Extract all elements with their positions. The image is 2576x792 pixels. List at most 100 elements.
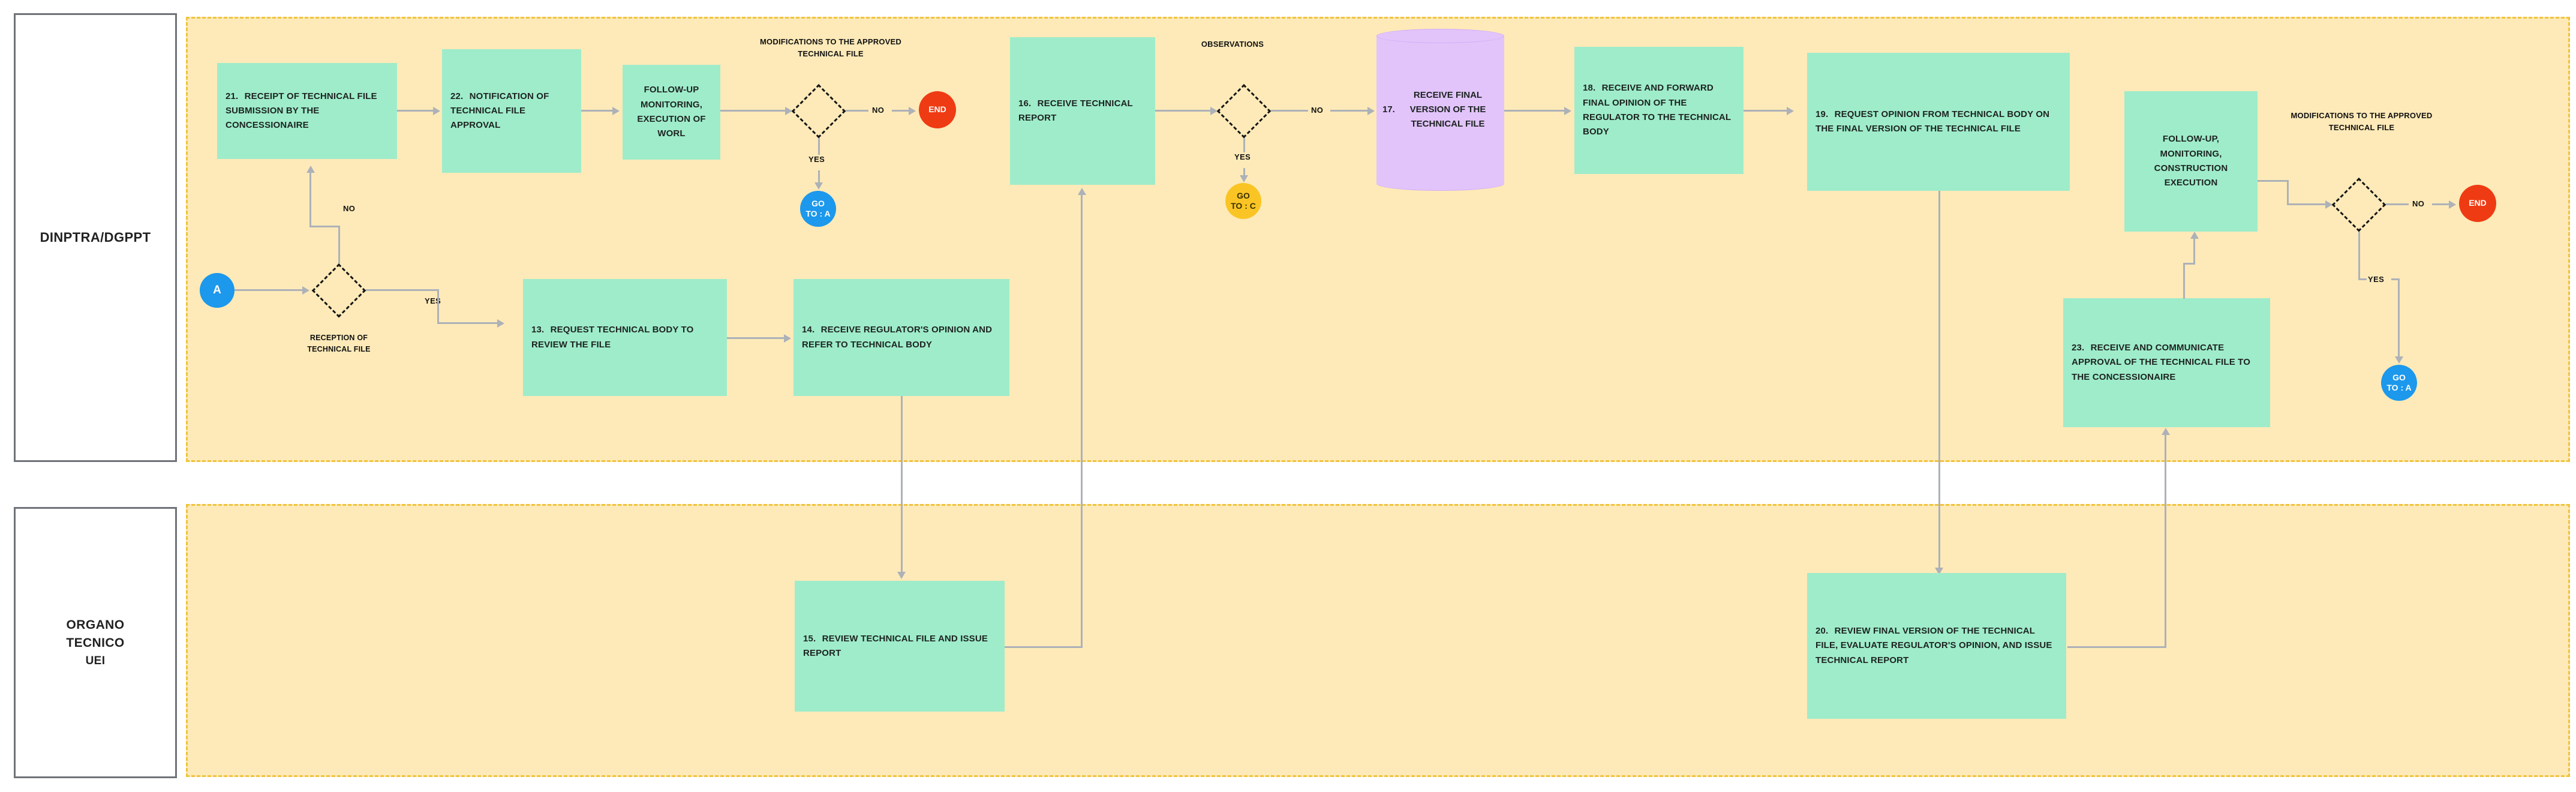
lane-label-organo-line2: TECNICO [66, 636, 125, 650]
decision-reception-caption-text: RECEPTION OF TECHNICAL FILE [307, 334, 371, 353]
connector-21-to-22-arrowhead [433, 107, 440, 115]
connector-mods1-yes-arrowhead [814, 182, 823, 190]
datastore-17-number: 17. [1382, 104, 1395, 115]
process-22-notification-of-approval[interactable]: 22. NOTIFICATION OF TECHNICAL FILE APPRO… [442, 49, 581, 173]
process-16-label: RECEIVE TECHNICAL REPORT [1018, 98, 1133, 123]
connector-reception-no-v [338, 226, 340, 263]
decision-mods2-caption-text: MODIFICATIONS TO THE APPROVED TECHNICAL … [2291, 111, 2433, 132]
connector-23-to-followup2-h [2183, 263, 2195, 265]
connector-mods1-no [846, 110, 868, 112]
terminator-goto-a-1[interactable]: GO TO : A [800, 191, 836, 227]
process-16-receive-technical-report[interactable]: 16. RECEIVE TECHNICAL REPORT [1010, 37, 1155, 185]
process-20-review-final-version-issue-report[interactable]: 20. REVIEW FINAL VERSION OF THE TECHNICA… [1807, 573, 2066, 719]
connector-14-to-15-arrowhead [897, 572, 906, 579]
connector-observations-yes-arrowhead [1240, 175, 1248, 182]
lane-body-organo [186, 504, 2570, 777]
decision-mods2[interactable] [2332, 178, 2386, 232]
process-19-number: 19. [1815, 109, 1829, 119]
process-22-label: NOTIFICATION OF TECHNICAL FILE APPROVAL [450, 91, 549, 131]
process-13-label: REQUEST TECHNICAL BODY TO REVIEW THE FIL… [531, 325, 694, 350]
terminator-goto-c[interactable]: GO TO : C [1225, 183, 1261, 219]
connector-13-to-14-arrowhead [784, 334, 791, 343]
connector-15-to-16-h [1005, 646, 1083, 648]
connector-22-to-followup-arrowhead [612, 107, 620, 115]
process-23-label: RECEIVE AND COMMUNICATE APPROVAL OF THE … [2072, 343, 2251, 382]
process-22-number: 22. [450, 91, 464, 101]
connector-observations-yes-2 [1243, 168, 1245, 176]
edge-label-mods2-yes: YES [2368, 275, 2385, 284]
connector-23-to-followup2-v2 [2193, 239, 2195, 264]
connector-mods1-no-2 [892, 110, 909, 112]
process-13-request-technical-body-review[interactable]: 13. REQUEST TECHNICAL BODY TO REVIEW THE… [523, 279, 727, 396]
connector-mods2-no-arrowhead [2449, 200, 2456, 209]
connector-followup-to-decision-mods1-arrowhead [785, 107, 792, 115]
connector-15-to-16-arrowhead [1078, 188, 1086, 195]
terminator-goto-a-1-line2: TO : A [805, 209, 831, 218]
terminator-end-2[interactable]: END [2459, 185, 2496, 222]
decision-mods1-shape [792, 84, 846, 138]
connector-a-to-reception [235, 289, 302, 291]
decision-mods1-caption-text: MODIFICATIONS TO THE APPROVED TECHNICAL … [760, 37, 901, 58]
decision-reception-of-technical-file[interactable] [312, 263, 366, 317]
process-19-label: REQUEST OPINION FROM TECHNICAL BODY ON T… [1815, 109, 2050, 134]
process-21-receipt-of-technical-file[interactable]: 21. RECEIPT OF TECHNICAL FILE SUBMISSION… [217, 63, 397, 159]
connector-16-to-observations-arrowhead [1210, 107, 1218, 115]
connector-20-to-23-h [2067, 646, 2166, 648]
decision-observations[interactable] [1217, 84, 1271, 138]
connector-20-to-23-v [2165, 435, 2166, 646]
connector-followup-to-decision-mods1 [720, 110, 785, 112]
process-followup-monitoring-construction-label: FOLLOW-UP, MONITORING, CONSTRUCTION EXEC… [2154, 134, 2228, 188]
connector-followup2-to-mods2-v [2287, 180, 2289, 205]
process-18-label: RECEIVE AND FORWARD FINAL OPINION OF THE… [1583, 83, 1731, 137]
edge-label-mods1-no: NO [872, 106, 885, 115]
decision-mods1-caption: MODIFICATIONS TO THE APPROVED TECHNICAL … [756, 36, 906, 59]
datastore-17-top-cap [1376, 29, 1504, 43]
connector-mods1-yes [818, 138, 820, 155]
lane-label-organo-line1: ORGANO [66, 617, 125, 632]
process-21-number: 21. [226, 91, 239, 101]
connector-reception-yes-h1 [366, 289, 439, 291]
connector-mods1-yes-2 [818, 170, 820, 184]
connector-mods2-yes-h [2358, 278, 2367, 280]
connector-21-to-22 [397, 110, 433, 112]
connector-19-to-20-v [1938, 191, 1940, 569]
datastore-17-final-version-technical-file[interactable]: 17. RECEIVE FINAL VERSION OF THE TECHNIC… [1376, 29, 1504, 191]
terminator-end-1[interactable]: END [919, 91, 956, 128]
connector-observations-yes [1243, 138, 1245, 152]
decision-mods1[interactable] [792, 84, 846, 138]
process-followup-monitoring-construction[interactable]: FOLLOW-UP, MONITORING, CONSTRUCTION EXEC… [2124, 91, 2258, 232]
process-14-receive-regulator-opinion[interactable]: 14. RECEIVE REGULATOR'S OPINION AND REFE… [793, 279, 1009, 396]
connector-mods2-yes-h2 [2391, 278, 2400, 280]
decision-observations-caption-text: OBSERVATIONS [1201, 40, 1264, 49]
terminator-goto-c-line2: TO : C [1231, 201, 1256, 211]
connector-followup2-to-mods2-h1 [2258, 180, 2289, 182]
terminator-goto-a-2[interactable]: GO TO : A [2381, 365, 2417, 401]
terminator-goto-a-2-line1: GO [2392, 372, 2406, 382]
edge-label-observations-yes: YES [1234, 152, 1251, 161]
lane-label-organo: ORGANO TECNICO UEI [14, 507, 177, 778]
connector-mods2-yes-v1 [2358, 232, 2360, 280]
connector-reception-no-h [309, 226, 339, 227]
decision-observations-caption: OBSERVATIONS [1170, 38, 1295, 50]
datastore-17-body [1376, 36, 1504, 184]
connector-followup2-to-mods2-arrowhead [2325, 200, 2332, 209]
terminator-end-2-label: END [2469, 198, 2487, 208]
connector-reception-yes-arrowhead [497, 319, 504, 328]
connector-reception-no-v2 [309, 173, 311, 227]
decision-mods2-caption: MODIFICATIONS TO THE APPROVED TECHNICAL … [2285, 110, 2438, 133]
connector-a-to-reception-arrowhead [302, 286, 309, 295]
decision-mods2-shape [2332, 178, 2386, 232]
connector-mods2-yes-v2 [2398, 278, 2400, 358]
decision-reception-shape [312, 263, 366, 317]
process-19-request-opinion-final-version[interactable]: 19. REQUEST OPINION FROM TECHNICAL BODY … [1807, 53, 2070, 191]
connector-17-to-18 [1504, 110, 1564, 112]
process-15-review-technical-file-issue-report[interactable]: 15. REVIEW TECHNICAL FILE AND ISSUE REPO… [795, 581, 1005, 712]
process-23-communicate-approval[interactable]: 23. RECEIVE AND COMMUNICATE APPROVAL OF … [2063, 298, 2270, 427]
terminator-start-a[interactable]: A [200, 273, 235, 308]
edge-label-observations-no: NO [1311, 106, 1324, 115]
process-20-label: REVIEW FINAL VERSION OF THE TECHNICAL FI… [1815, 626, 2052, 665]
process-followup-monitoring-worl[interactable]: FOLLOW-UP MONITORING, EXECUTION OF WORL [623, 65, 720, 160]
process-18-forward-final-opinion[interactable]: 18. RECEIVE AND FORWARD FINAL OPINION OF… [1574, 47, 1744, 174]
connector-reception-yes-v [437, 289, 439, 324]
